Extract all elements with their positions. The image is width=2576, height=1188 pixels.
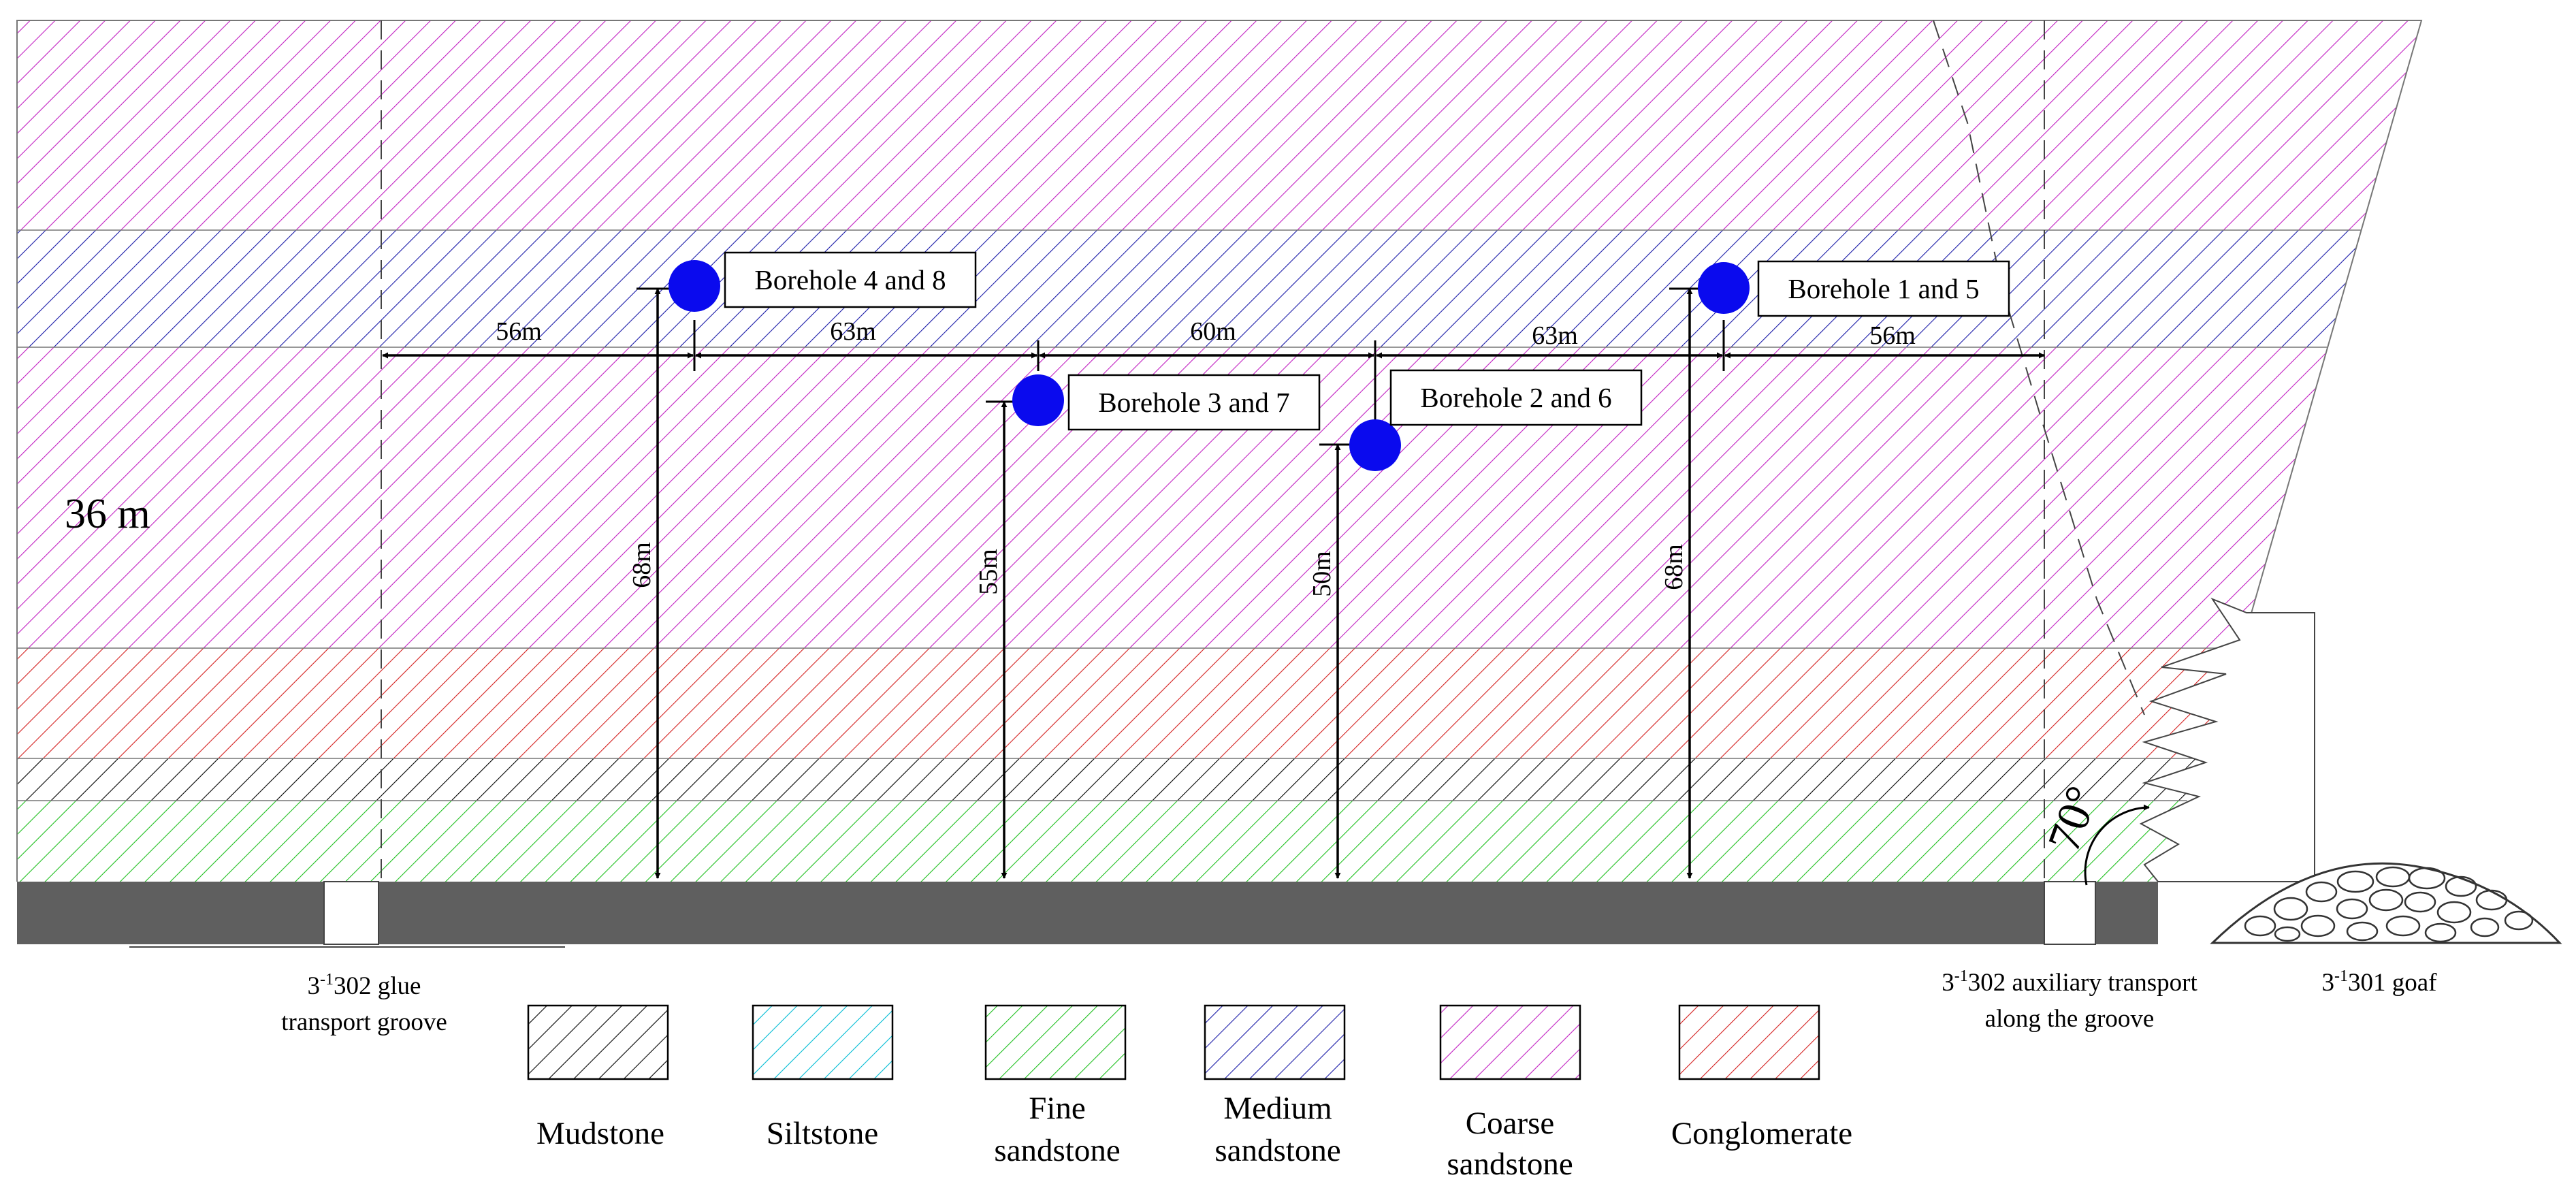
broken-zone-teeth bbox=[2139, 597, 2315, 882]
thickness-label: 36 m bbox=[65, 491, 150, 537]
legend-label-coarse-sandstone-line1: Coarse bbox=[1466, 1106, 1555, 1141]
glue-groove-caption-line1: 3-1302 glue bbox=[308, 971, 421, 1000]
legend-label-fine-sandstone-line2: sandstone bbox=[994, 1133, 1120, 1168]
borehole-2-6-marker bbox=[1349, 419, 1401, 471]
spacing-label-5: 56m bbox=[1869, 321, 1916, 350]
auxiliary-groove-caption-line2: along the groove bbox=[1985, 1005, 2155, 1033]
legend-label-fine-sandstone-line1: Fine bbox=[1029, 1091, 1086, 1126]
borehole-1-5-label: Borehole 1 and 5 bbox=[1788, 273, 1979, 304]
goaf-caption: 3-1301 goaf bbox=[2322, 967, 2438, 997]
angle-arc bbox=[2084, 804, 2150, 886]
medium-sandstone-layer bbox=[17, 230, 2421, 347]
height-label-4: 68m bbox=[1660, 544, 1688, 590]
borehole-3-7-label: Borehole 3 and 7 bbox=[1098, 387, 1289, 418]
goaf-rubble bbox=[2210, 862, 2562, 944]
legend-label-siltstone: Siltstone bbox=[767, 1116, 879, 1151]
spacing-label-3: 60m bbox=[1190, 317, 1236, 346]
strata-layers bbox=[17, 20, 2421, 882]
legend-label-medium-sandstone-line2: sandstone bbox=[1214, 1133, 1340, 1168]
auxiliary-transport-roadway bbox=[2044, 881, 2096, 945]
spacing-ticks bbox=[693, 320, 1725, 429]
coarse-sandstone-top-layer bbox=[17, 20, 2421, 230]
borehole-1-5-box bbox=[1757, 260, 2010, 317]
legend-swatch-conglomerate bbox=[1678, 1004, 1820, 1080]
auxiliary-groove-caption-line1: 3-1302 auxiliary transport bbox=[1942, 967, 2197, 997]
borehole-4-8-label: Borehole 4 and 8 bbox=[754, 264, 946, 295]
height-dimensions bbox=[654, 288, 1693, 879]
borehole-4-8-marker bbox=[669, 260, 720, 312]
spacing-label-1: 56m bbox=[496, 317, 542, 346]
borehole-2-6-label: Borehole 2 and 6 bbox=[1420, 382, 1611, 413]
borehole-3-7-box bbox=[1067, 374, 1321, 431]
height-label-1: 68m bbox=[628, 542, 656, 588]
conglomerate-layer bbox=[17, 648, 2421, 758]
borehole-1-5-marker bbox=[1698, 262, 1750, 314]
legend-label-medium-sandstone-line1: Medium bbox=[1223, 1091, 1332, 1126]
height-label-2: 55m bbox=[974, 549, 1003, 595]
glue-transport-roadway bbox=[323, 881, 379, 945]
fine-sandstone-layer bbox=[17, 801, 2421, 882]
section-outline bbox=[16, 20, 2423, 882]
spacing-label-2: 63m bbox=[830, 317, 876, 346]
glue-groove-caption-line2: transport groove bbox=[281, 1008, 447, 1036]
legend-label-conglomerate: Conglomerate bbox=[1671, 1116, 1852, 1151]
legend-swatch-fine-sandstone bbox=[984, 1004, 1127, 1080]
legend-swatch-siltstone bbox=[752, 1004, 894, 1080]
mudstone-layer bbox=[17, 758, 2421, 801]
borehole-2-6-box bbox=[1389, 369, 1643, 426]
height-label-3: 50m bbox=[1308, 551, 1336, 597]
legend-swatch-mudstone bbox=[527, 1004, 669, 1080]
legend-swatch-coarse-sandstone bbox=[1439, 1004, 1581, 1080]
legend-swatch-medium-sandstone bbox=[1204, 1004, 1346, 1080]
borehole-3-7-marker bbox=[1012, 374, 1064, 426]
legend-label-coarse-sandstone-line2: sandstone bbox=[1447, 1146, 1573, 1182]
borehole-4-8-box bbox=[724, 251, 977, 308]
legend: Mudstone Siltstone Fine sandstone Medium… bbox=[527, 1004, 1852, 1182]
spacing-label-4: 63m bbox=[1532, 321, 1578, 350]
legend-label-mudstone: Mudstone bbox=[536, 1116, 664, 1151]
